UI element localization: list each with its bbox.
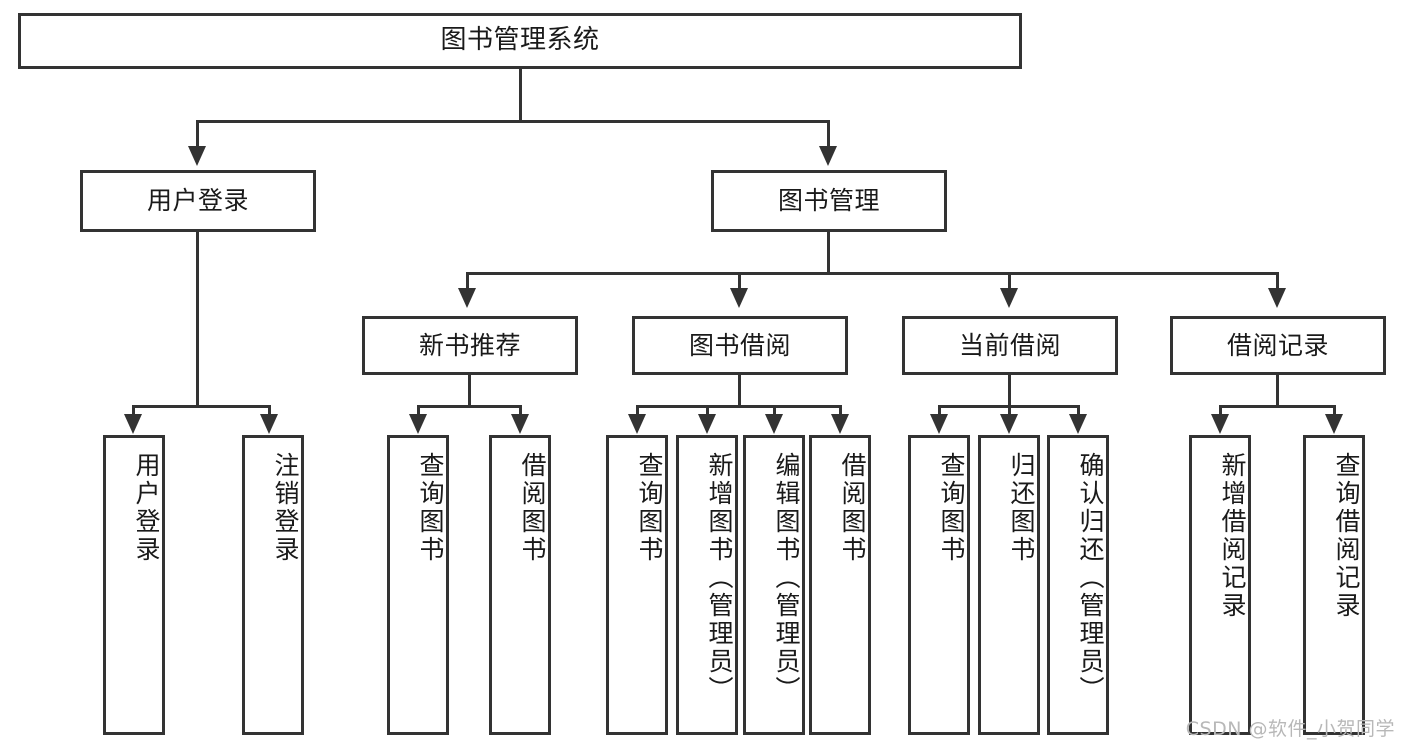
leaf-query-book-2[interactable]: 查询图书 — [606, 435, 668, 735]
node-new-book-recommend[interactable]: 新书推荐 — [362, 316, 578, 375]
connector-book-manage-bus — [466, 272, 1278, 275]
arrowhead-query-book-2 — [628, 414, 646, 434]
arrowhead-edit-book — [765, 414, 783, 434]
connector-drop-query-book-2 — [636, 405, 639, 417]
connector-new-book-recommend-bus — [417, 405, 522, 408]
node-label: 查询图书 — [416, 452, 445, 564]
arrowhead-add-record — [1211, 414, 1229, 434]
connector-drop-borrow-book-2 — [839, 405, 842, 417]
node-label: 编辑图书（管理员） — [772, 452, 801, 704]
leaf-add-book[interactable]: 新增图书（管理员） — [676, 435, 738, 735]
leaf-borrow-book-1[interactable]: 借阅图书 — [489, 435, 551, 735]
node-label: 注销登录 — [271, 452, 300, 564]
node-label: 用户登录 — [146, 186, 249, 215]
connector-drop-book-borrow — [738, 272, 741, 289]
leaf-edit-book[interactable]: 编辑图书（管理员） — [743, 435, 805, 735]
connector-current-borrow-stem — [1008, 375, 1011, 405]
connector-drop-new-book-recommend — [466, 272, 469, 289]
connector-drop-query-book-3 — [938, 405, 941, 417]
arrowhead-query-book-1 — [409, 414, 427, 434]
connector-book-borrow-bus — [636, 405, 842, 408]
connector-new-book-recommend-stem — [468, 375, 471, 405]
connector-book-borrow-stem — [738, 375, 741, 405]
arrowhead-confirm-return — [1069, 414, 1087, 434]
leaf-confirm-return[interactable]: 确认归还（管理员） — [1047, 435, 1109, 735]
node-label: 图书管理系统 — [440, 25, 600, 56]
connector-drop-book-manage — [827, 120, 830, 148]
node-label: 借阅图书 — [838, 452, 867, 564]
connector-root-stem — [519, 69, 522, 120]
node-label: 用户登录 — [132, 452, 161, 564]
leaf-borrow-book-2[interactable]: 借阅图书 — [809, 435, 871, 735]
node-label: 新书推荐 — [418, 330, 521, 360]
arrowhead-book-manage — [819, 146, 837, 166]
node-current-borrow[interactable]: 当前借阅 — [902, 316, 1118, 375]
node-root-system[interactable]: 图书管理系统 — [18, 13, 1022, 69]
connector-drop-borrow-record — [1276, 272, 1279, 289]
node-label: 查询图书 — [635, 452, 664, 564]
node-label: 借阅图书 — [518, 452, 547, 564]
connector-drop-borrow-book-1 — [519, 405, 522, 417]
connector-book-manage-stem — [827, 232, 830, 272]
node-book-manage[interactable]: 图书管理 — [711, 170, 947, 232]
leaf-query-book-1[interactable]: 查询图书 — [387, 435, 449, 735]
node-label: 当前借阅 — [958, 330, 1061, 360]
node-label: 查询借阅记录 — [1332, 452, 1361, 620]
arrowhead-borrow-record — [1268, 288, 1286, 308]
connector-borrow-record-stem — [1276, 375, 1279, 405]
arrowhead-add-book — [698, 414, 716, 434]
node-book-borrow[interactable]: 图书借阅 — [632, 316, 848, 375]
arrowhead-book-borrow — [730, 288, 748, 308]
leaf-user-login[interactable]: 用户登录 — [103, 435, 165, 735]
connector-drop-edit-book — [773, 405, 776, 417]
leaf-add-record[interactable]: 新增借阅记录 — [1189, 435, 1251, 735]
arrowhead-return-book — [1000, 414, 1018, 434]
connector-drop-query-book-1 — [417, 405, 420, 417]
leaf-query-record[interactable]: 查询借阅记录 — [1303, 435, 1365, 735]
leaf-logout-login[interactable]: 注销登录 — [242, 435, 304, 735]
node-borrow-record[interactable]: 借阅记录 — [1170, 316, 1386, 375]
node-label: 新增借阅记录 — [1218, 452, 1247, 620]
arrowhead-borrow-book-2 — [831, 414, 849, 434]
connector-drop-add-book — [706, 405, 709, 417]
node-label: 借阅记录 — [1226, 330, 1329, 360]
leaf-return-book[interactable]: 归还图书 — [978, 435, 1040, 735]
arrowhead-user-login — [188, 146, 206, 166]
node-label: 图书管理 — [777, 186, 880, 215]
arrowhead-new-book-recommend — [458, 288, 476, 308]
connector-drop-add-record — [1219, 405, 1222, 417]
connector-borrow-record-bus — [1219, 405, 1336, 408]
connector-root-bus — [196, 120, 830, 123]
connector-drop-leaf-logout — [268, 405, 271, 417]
connector-drop-confirm-return — [1077, 405, 1080, 417]
arrowhead-query-record — [1325, 414, 1343, 434]
node-label: 归还图书 — [1007, 452, 1036, 564]
node-label: 查询图书 — [937, 452, 966, 564]
connector-drop-leaf-user-login — [132, 405, 135, 417]
leaf-query-book-3[interactable]: 查询图书 — [908, 435, 970, 735]
connector-user-login-bus — [132, 405, 270, 408]
connector-drop-query-record — [1333, 405, 1336, 417]
csdn-watermark: CSDN @软件_小贺同学 — [1185, 718, 1395, 740]
node-label: 确认归还（管理员） — [1076, 452, 1105, 704]
connector-drop-return-book — [1008, 405, 1011, 417]
node-label: 图书借阅 — [688, 330, 791, 360]
arrowhead-borrow-book-1 — [511, 414, 529, 434]
arrowhead-current-borrow — [1000, 288, 1018, 308]
connector-user-login-stem — [196, 232, 199, 405]
node-user-login[interactable]: 用户登录 — [80, 170, 316, 232]
arrowhead-leaf-user-login — [124, 414, 142, 434]
arrowhead-query-book-3 — [930, 414, 948, 434]
node-label: 新增图书（管理员） — [705, 452, 734, 704]
arrowhead-leaf-logout — [260, 414, 278, 434]
connector-drop-current-borrow — [1008, 272, 1011, 289]
connector-drop-user-login — [196, 120, 199, 148]
